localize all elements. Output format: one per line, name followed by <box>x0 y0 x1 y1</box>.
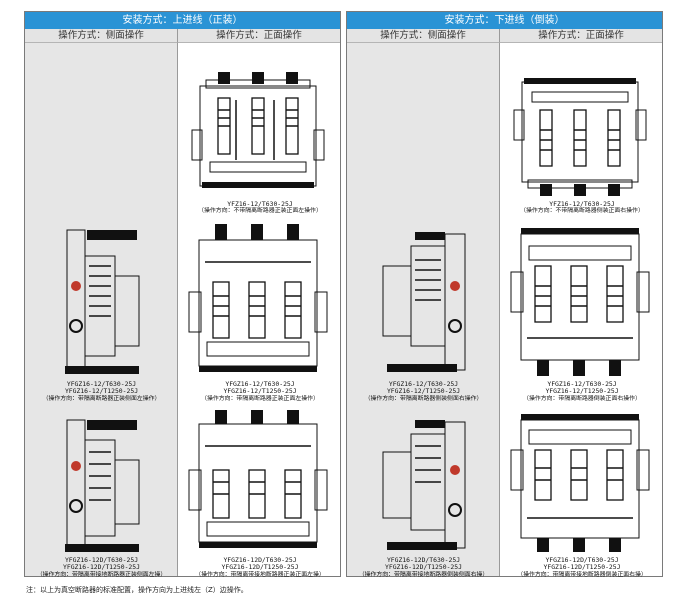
model-caption: YFGZ16-12D/T630-25J YFGZ16-12D/T1250-25J… <box>36 556 167 578</box>
model-caption: YFGZ16-12D/T630-25J YFGZ16-12D/T1250-25J… <box>517 556 647 578</box>
right-install-panel: 安装方式：下进线（倒装） 操作方式：侧面操作 操作方式：正面操作 <box>346 11 663 578</box>
front-switch-drawing <box>510 414 650 552</box>
model-caption: YFGZ16-12/T630-25J YFGZ16-12/T1250-25J （… <box>364 380 483 402</box>
left-panel-header: 安装方式：上进线（正装） <box>25 12 340 29</box>
model-caption: YFGZ16-12/T630-25J YFGZ16-12/T1250-25J （… <box>201 380 319 402</box>
right-col-front-header: 操作方式：正面操作 <box>500 29 662 43</box>
left-side-column-bg <box>25 43 178 576</box>
front-switch-drawing <box>191 72 325 188</box>
model-caption: YFGZ16-12D/T630-25J YFGZ16-12D/T1250-25J… <box>195 556 325 578</box>
model-caption: YFZ16-12/T630-25J （操作方向：不带隔离断路器正装正面左操作） <box>198 200 322 215</box>
side-switch-drawing <box>65 419 140 552</box>
right-col-side-header: 操作方式：侧面操作 <box>347 29 500 43</box>
left-install-panel: 安装方式：上进线（正装） 操作方式：侧面操作 操作方式：正面操作 <box>24 11 341 578</box>
right-panel-header: 安装方式：下进线（倒装） <box>347 12 662 29</box>
right-side-column-bg <box>347 43 500 576</box>
side-switch-drawing <box>65 229 140 374</box>
model-caption: YFGZ16-12D/T630-25J YFGZ16-12D/T1250-25J… <box>358 556 489 578</box>
front-switch-drawing <box>188 224 328 372</box>
front-switch-drawing <box>510 228 650 376</box>
front-switch-drawing <box>188 410 328 548</box>
footnote: 注：以上为真空断路器的标准配置，操作方向为上进线左（Z）边操作。 <box>26 586 248 594</box>
left-col-side-header: 操作方式：侧面操作 <box>25 29 178 43</box>
model-caption: YFZ16-12/T630-25J （操作方向：不带隔离断路器侧装正面右操作） <box>520 200 644 215</box>
side-switch-drawing <box>382 420 466 550</box>
model-caption: YFGZ16-12/T630-25J YFGZ16-12/T1250-25J （… <box>523 380 641 402</box>
model-caption: YFGZ16-12/T630-25J YFGZ16-12/T1250-25J （… <box>42 380 161 402</box>
left-col-front-header: 操作方式：正面操作 <box>178 29 340 43</box>
front-switch-drawing <box>513 78 647 196</box>
side-switch-drawing <box>382 232 466 372</box>
